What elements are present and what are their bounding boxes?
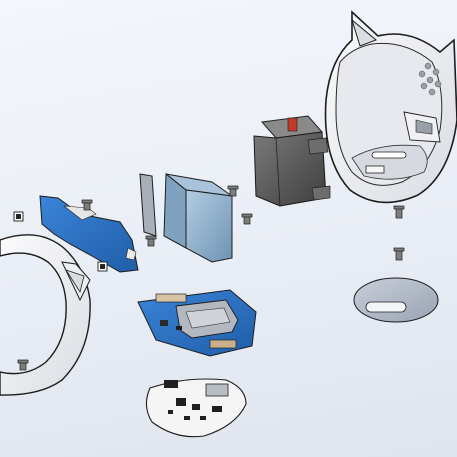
square-nuts: [13, 211, 108, 272]
servo-output-horn: [287, 117, 298, 132]
screw-icon: [17, 359, 29, 371]
base-plate: [353, 277, 439, 323]
speaker-grille: [418, 62, 442, 96]
screw-icon: [145, 235, 157, 247]
servo-motor: [253, 115, 331, 207]
screw-icon: [227, 185, 239, 197]
charging-pcb: [145, 378, 247, 438]
nut-icon: [97, 261, 108, 272]
screw-icon: [393, 205, 405, 219]
screw-icon: [241, 213, 253, 225]
usb-port: [205, 383, 229, 397]
screw-icon: [393, 247, 405, 261]
screws: [17, 185, 405, 371]
front-bezel-ring: [0, 234, 91, 396]
screw-icon: [81, 199, 93, 211]
gasket-strip: [139, 173, 157, 237]
battery-pack: [163, 172, 233, 263]
rear-shell-head: [324, 10, 457, 204]
nut-icon: [13, 211, 24, 222]
display-pcb: [39, 195, 139, 273]
pcb-components: [168, 398, 222, 420]
main-pcb: [137, 289, 257, 357]
